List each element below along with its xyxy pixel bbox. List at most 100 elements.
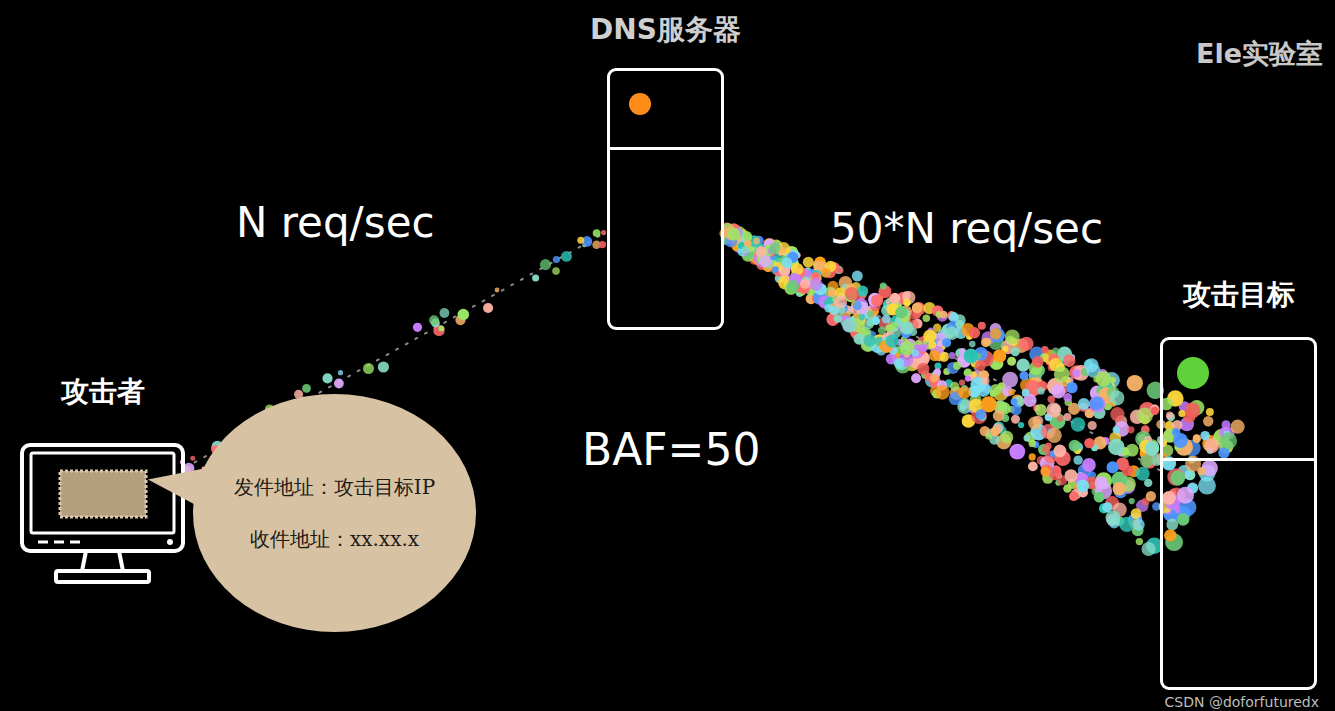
packet-dot: [1206, 408, 1214, 416]
packet-dot: [824, 304, 833, 313]
packet-dot: [895, 306, 907, 318]
packet-dot: [864, 335, 876, 347]
computer-icon: [20, 443, 185, 585]
packet-dot: [1106, 510, 1121, 525]
packet-dot: [917, 363, 929, 375]
packet-dot: [1011, 415, 1020, 424]
packet-dot: [1110, 407, 1124, 421]
packet-dot: [1005, 329, 1020, 344]
packet-dot: [1131, 508, 1142, 519]
packet-dot: [782, 257, 793, 268]
packet-dot: [1089, 396, 1106, 413]
packet-dot: [1204, 438, 1219, 453]
monitor-button: [70, 541, 80, 544]
packet-dot: [871, 295, 883, 307]
packet-dot: [990, 328, 1002, 340]
packet-dot: [1047, 428, 1062, 443]
packet-dot: [1177, 487, 1194, 504]
packet-dot: [939, 352, 949, 362]
packet-dot: [813, 261, 820, 268]
packet-dot: [901, 321, 914, 334]
packet-dot: [363, 363, 374, 374]
monitor-screen: [31, 453, 174, 533]
packet-dot: [1162, 491, 1176, 505]
packet-dot: [1009, 444, 1025, 460]
packet-dot: [1166, 412, 1174, 420]
packet-dot: [919, 343, 928, 352]
packet-dot: [1042, 445, 1050, 453]
packet-dot: [1136, 538, 1143, 545]
packet-dot: [1017, 359, 1030, 372]
packet-dot: [1178, 410, 1185, 417]
packet-dot: [993, 349, 1006, 362]
packet-dot: [439, 326, 445, 332]
packet-dot: [854, 333, 866, 345]
packet-dot: [728, 228, 741, 241]
packet-dot: [1018, 422, 1024, 428]
packet-dot: [1011, 404, 1022, 415]
packet-dot: [1129, 498, 1135, 504]
packet-dot: [809, 278, 822, 291]
packet-dot: [1122, 465, 1133, 476]
packet-dot: [601, 230, 606, 235]
packet-dot: [923, 330, 936, 343]
address-line: 发件地址：攻击目标IP: [234, 473, 435, 501]
packet-dot: [834, 314, 843, 323]
packet-dot: [853, 301, 862, 310]
packet-dot: [495, 288, 500, 293]
packet-dot: [1084, 358, 1098, 372]
packet-dot: [990, 390, 997, 397]
packet-dot: [190, 456, 195, 461]
bubble-outline: [192, 393, 477, 633]
packet-dot: [1109, 390, 1124, 405]
packet-dot: [940, 311, 947, 318]
packet-dot: [969, 341, 976, 348]
packet-dot: [458, 309, 470, 321]
packet-dot: [933, 324, 941, 332]
packet-dot: [867, 310, 874, 317]
packet-dot: [1066, 382, 1077, 393]
packet-dot: [1127, 375, 1143, 391]
packet-dot: [1096, 371, 1112, 387]
packet-dot: [1108, 439, 1125, 456]
watermark: CSDN @doforfuturedx: [1161, 694, 1323, 710]
packet-dot: [1019, 337, 1033, 351]
packet-dot: [800, 279, 810, 289]
packet-dot: [1107, 461, 1119, 473]
packet-dot: [1145, 441, 1160, 456]
packet-dot: [903, 291, 911, 299]
packet-dot: [964, 349, 979, 364]
packet-dot: [978, 322, 986, 330]
packet-dot: [859, 314, 865, 320]
amplification-factor: BAF=50: [578, 424, 764, 475]
packet-dot: [1088, 421, 1097, 430]
packet-dot: [552, 267, 560, 275]
node-heading: 攻击者: [61, 375, 145, 409]
packet-dot: [1007, 357, 1016, 366]
packet-dot: [1173, 433, 1188, 448]
packet-dot: [378, 361, 389, 372]
packet-dot: [772, 266, 778, 272]
packet-dot: [1126, 444, 1139, 457]
packet-dot: [1022, 389, 1030, 397]
packet-dot: [1041, 346, 1049, 354]
monitor-button: [38, 541, 48, 544]
packet-dot: [1146, 491, 1156, 501]
packet-dot: [1133, 519, 1145, 531]
packet-dot: [1065, 469, 1078, 482]
packet-dot: [969, 327, 980, 338]
packet-dot: [1166, 519, 1178, 531]
packet-dot: [1140, 454, 1153, 467]
packet-dot: [1193, 435, 1201, 443]
packet-dot: [1000, 431, 1013, 444]
packet-dot: [1095, 476, 1108, 489]
packet-dot: [1051, 385, 1065, 399]
packet-dot: [1029, 440, 1036, 447]
packet-dot: [958, 386, 971, 399]
packet-dot: [1069, 492, 1079, 502]
packet-dot: [338, 370, 343, 375]
packet-dot: [1136, 467, 1150, 481]
packet-dot: [912, 349, 919, 356]
packet-dot: [1198, 477, 1216, 495]
